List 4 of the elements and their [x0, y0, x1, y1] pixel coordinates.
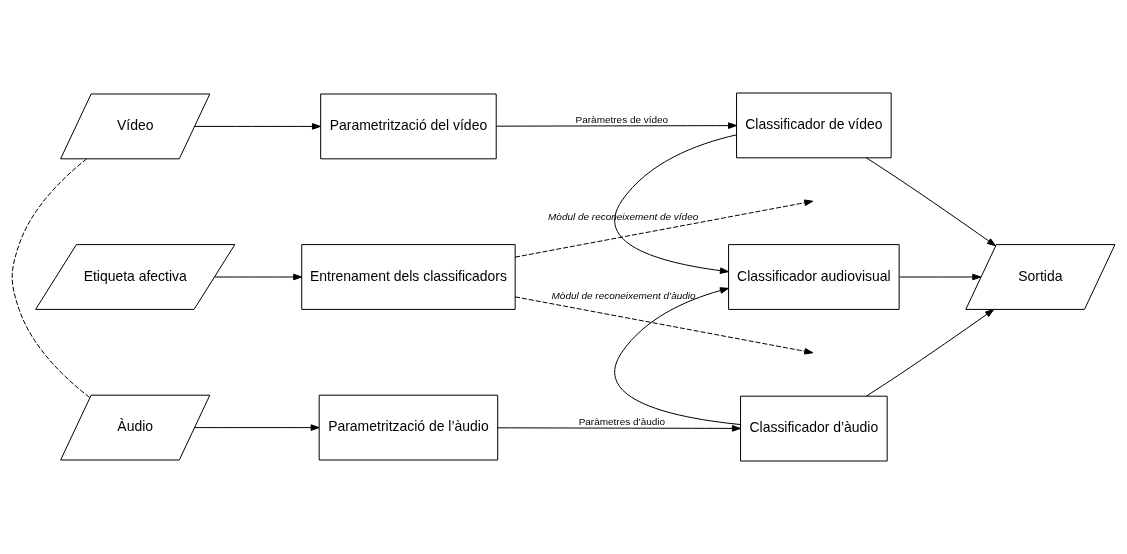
edge-label: Paràmetres d’àudio	[578, 415, 666, 427]
edge-label: Mòdul de reconeixement d’àudio	[551, 289, 696, 301]
edge-label: Paràmetres de vídeo	[575, 114, 669, 126]
edge-label: Mòdul de reconeixement de vídeo	[548, 211, 699, 223]
